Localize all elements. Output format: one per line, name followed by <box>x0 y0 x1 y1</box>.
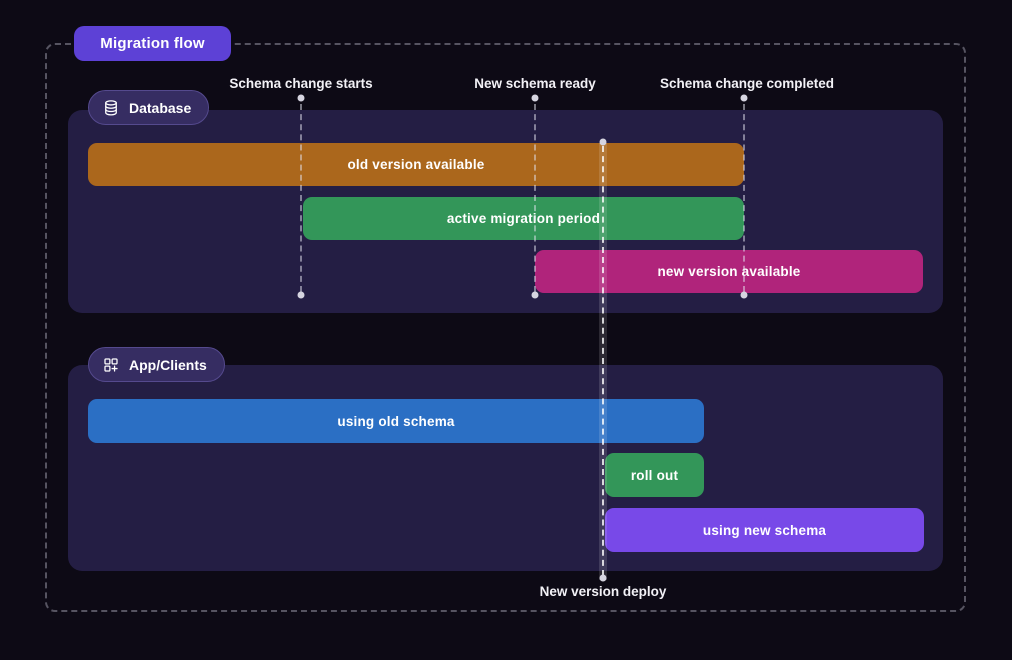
deploy-label: New version deploy <box>539 584 667 599</box>
timeline-dashed-line <box>743 104 745 292</box>
diagram-dashed-frame <box>45 43 966 612</box>
deploy-dot-top <box>599 138 607 146</box>
database-icon <box>105 99 117 115</box>
diagram-title: Migration flow <box>100 35 205 52</box>
bar-label: active migration period <box>446 211 601 226</box>
bar-label: using old schema <box>337 413 455 429</box>
timeline-dot-top <box>740 94 748 102</box>
app-clients-badge: App/Clients <box>88 347 225 382</box>
app-clients-badge-label: App/Clients <box>129 356 207 373</box>
timeline-label-schema-change-completed: Schema change completed <box>659 76 835 91</box>
timeline-dot-bottom <box>740 291 748 299</box>
database-badge: Database <box>88 90 210 125</box>
database-badge-label: Database <box>129 99 192 116</box>
bar-label: roll out <box>630 467 679 483</box>
timeline-dot-bottom <box>531 291 539 299</box>
timeline-label-new-schema-ready: New schema ready <box>474 76 596 91</box>
bar-new-version-available: new version available <box>535 250 923 293</box>
bar-label: old version available <box>347 157 485 172</box>
diagram-title-badge: Migration flow <box>74 26 231 61</box>
deploy-dashed-line <box>602 146 604 576</box>
bar-label: new version available <box>657 264 801 279</box>
timeline-dot-top <box>531 94 539 102</box>
timeline-dashed-line <box>300 104 302 292</box>
bar-active-migration-period: active migration period <box>303 197 744 240</box>
bar-using-old-schema: using old schema <box>88 399 704 443</box>
apps-icon <box>104 357 118 372</box>
deploy-dot-bottom <box>599 574 607 582</box>
timeline-dashed-line <box>534 104 536 292</box>
bar-old-version-available: old version available <box>88 143 744 186</box>
bar-using-new-schema: using new schema <box>605 508 924 552</box>
timeline-label-schema-change-starts: Schema change starts <box>229 76 373 91</box>
timeline-dot-bottom <box>297 291 305 299</box>
bar-label: using new schema <box>702 522 827 538</box>
timeline-dot-top <box>297 94 305 102</box>
bar-roll-out: roll out <box>605 453 704 497</box>
